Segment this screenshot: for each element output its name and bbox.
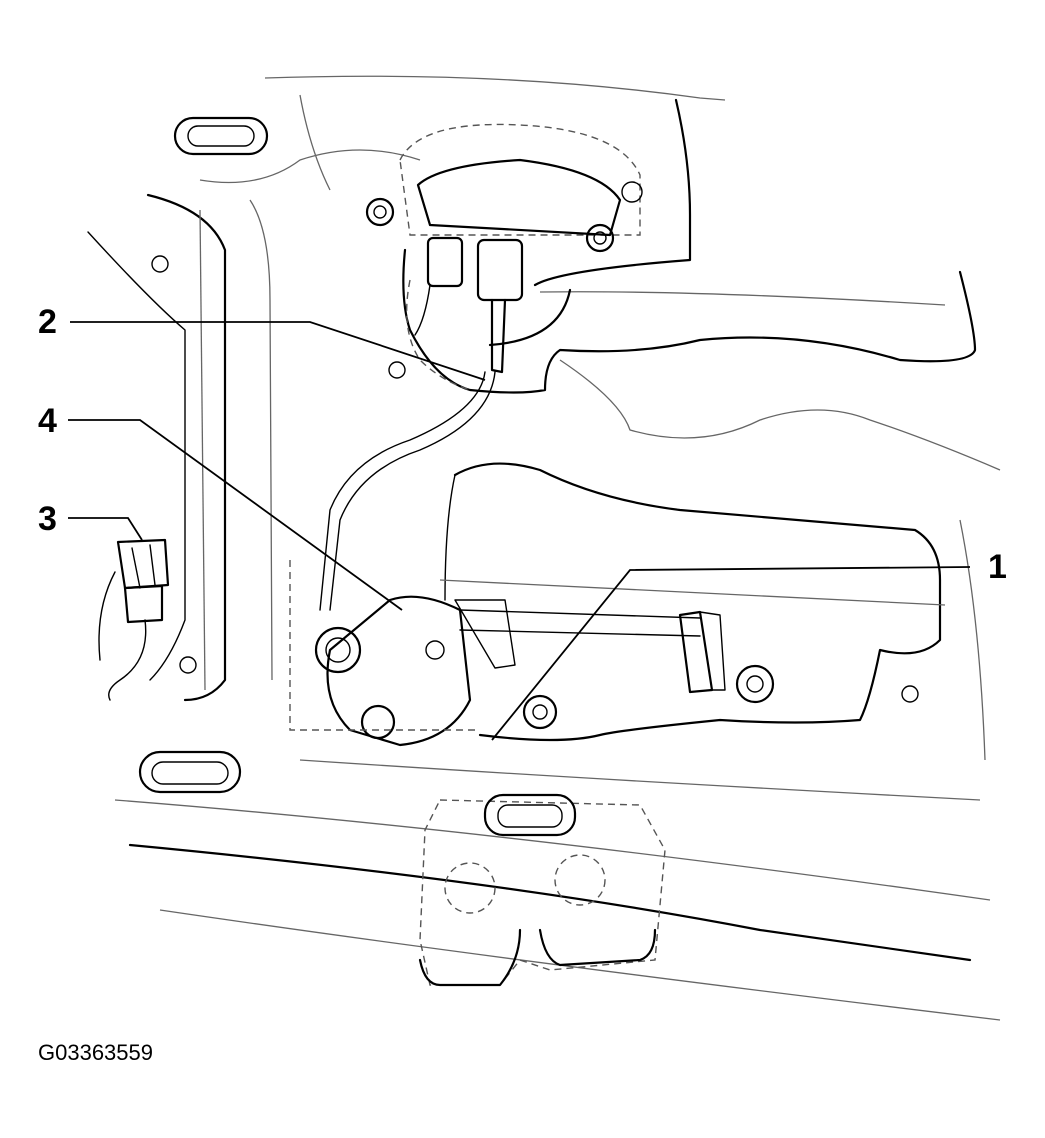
leader-lines bbox=[68, 321, 971, 741]
wiring-harness bbox=[319, 279, 496, 611]
mounting-slots bbox=[138, 116, 919, 794]
leader-line-2 bbox=[70, 321, 486, 381]
wiring-connector bbox=[98, 538, 170, 701]
leader-line-1 bbox=[491, 566, 971, 741]
callout-2: 2 bbox=[38, 303, 57, 341]
leader-line-4 bbox=[68, 419, 403, 611]
leader-line-3 bbox=[68, 517, 143, 541]
callout-3: 3 bbox=[38, 500, 57, 538]
switch-housing bbox=[365, 123, 643, 374]
tailgate-panel bbox=[87, 75, 1001, 1021]
lock-mechanism bbox=[289, 560, 775, 747]
latch-striker bbox=[418, 793, 666, 987]
callout-4: 4 bbox=[38, 402, 57, 440]
figure-id: G03363559 bbox=[38, 1040, 153, 1065]
callout-1: 1 bbox=[988, 548, 1007, 586]
